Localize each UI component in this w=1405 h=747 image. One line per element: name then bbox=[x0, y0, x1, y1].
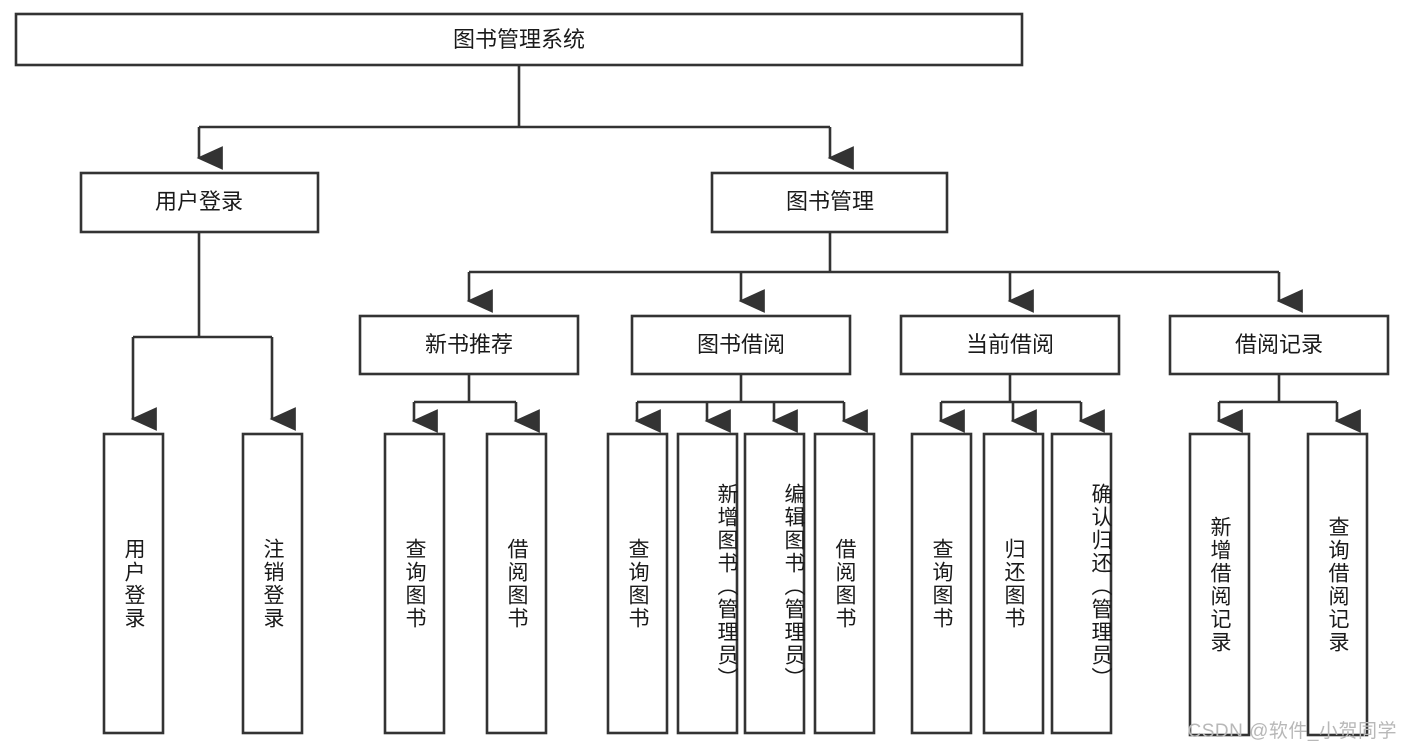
node-book-manage-label: 图书管理 bbox=[786, 189, 874, 214]
leaf-box-edit-book[interactable] bbox=[743, 432, 806, 735]
leaf-box-borrow-book-2[interactable] bbox=[813, 432, 876, 735]
leaf-box-user-login[interactable] bbox=[102, 432, 165, 735]
node-root[interactable]: 图书管理系统 bbox=[14, 12, 1024, 67]
leaf-box-borrow-book-1[interactable] bbox=[485, 432, 548, 735]
node-book-borrow-box[interactable] bbox=[630, 314, 852, 376]
connector-user-login-to-leaves bbox=[130, 232, 296, 431]
node-borrow-record-box[interactable] bbox=[1168, 314, 1390, 376]
leaf-box-query-record[interactable] bbox=[1306, 432, 1369, 737]
connector-book-borrow-to-leaves bbox=[634, 374, 868, 433]
node-root-label: 图书管理系统 bbox=[453, 27, 585, 52]
node-new-book-rec-label: 新书推荐 bbox=[425, 332, 513, 357]
connector-new-book-rec-to-leaves bbox=[411, 374, 540, 433]
node-book-manage-box[interactable] bbox=[710, 171, 949, 234]
csdn-watermark: CSDN @软件_小贺同学 bbox=[1187, 721, 1397, 742]
node-current-borrow[interactable]: 当前借阅 bbox=[899, 314, 1121, 376]
node-new-book-rec-box[interactable] bbox=[358, 314, 580, 376]
leaf-box-query-book-2[interactable] bbox=[606, 432, 669, 735]
leaf-box-user-logout[interactable] bbox=[241, 432, 304, 735]
node-book-manage[interactable]: 图书管理 bbox=[710, 171, 949, 234]
node-user-login-box[interactable] bbox=[79, 171, 320, 234]
connector-root-to-level2 bbox=[196, 65, 854, 170]
leaf-box-query-book-3[interactable] bbox=[910, 432, 973, 735]
connector-borrow-record-to-leaves bbox=[1216, 374, 1361, 433]
leaf-box-add-book[interactable] bbox=[676, 432, 739, 735]
node-book-borrow-label: 图书借阅 bbox=[697, 332, 785, 357]
node-user-login[interactable]: 用户登录 bbox=[79, 171, 320, 234]
node-current-borrow-label: 当前借阅 bbox=[966, 332, 1054, 357]
leaf-box-return-book[interactable] bbox=[982, 432, 1045, 735]
node-current-borrow-box[interactable] bbox=[899, 314, 1121, 376]
node-book-borrow[interactable]: 图书借阅 bbox=[630, 314, 852, 376]
leaf-box-confirm-return[interactable] bbox=[1050, 432, 1113, 735]
connector-current-borrow-to-leaves bbox=[938, 374, 1105, 433]
connector-book-manage-to-level3 bbox=[466, 232, 1303, 313]
leaf-boxes bbox=[102, 432, 1369, 737]
node-borrow-record-label: 借阅记录 bbox=[1235, 332, 1323, 357]
node-user-login-label: 用户登录 bbox=[155, 189, 243, 214]
node-new-book-rec[interactable]: 新书推荐 bbox=[358, 314, 580, 376]
node-borrow-record[interactable]: 借阅记录 bbox=[1168, 314, 1390, 376]
leaf-box-add-record[interactable] bbox=[1188, 432, 1251, 737]
node-root-box[interactable] bbox=[14, 12, 1024, 67]
leaf-box-query-book-1[interactable] bbox=[383, 432, 446, 735]
